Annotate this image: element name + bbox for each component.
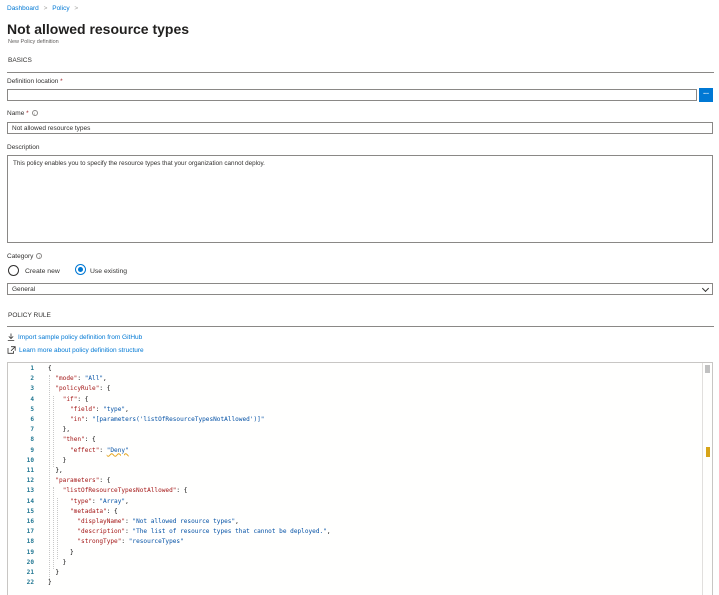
line-number: 21 (26, 569, 34, 576)
code-line[interactable]: }, (48, 426, 71, 434)
warning-marker (706, 447, 710, 457)
indent-guide (49, 375, 50, 580)
page-title: Not allowed resource types (7, 21, 190, 37)
code-line[interactable]: }, (48, 467, 63, 474)
indent-guide (53, 487, 54, 569)
line-number: 13 (26, 487, 34, 495)
code-line[interactable]: "policyRule": { (55, 385, 111, 393)
line-number: 1 (30, 365, 34, 372)
editor-scrollbar[interactable] (702, 363, 712, 595)
line-number: 3 (30, 385, 34, 393)
line-number: 12 (26, 477, 34, 485)
breadcrumb-separator: > (74, 5, 79, 12)
definition-location-input[interactable] (7, 89, 697, 101)
code-line[interactable]: } (48, 569, 60, 576)
line-number: 5 (30, 405, 34, 413)
browse-location-button[interactable]: ... (699, 88, 713, 102)
description-input[interactable]: This policy enables you to specify the r… (7, 155, 713, 243)
line-number: 8 (30, 436, 34, 444)
section-title-basics: BASICS (8, 57, 32, 64)
code-line[interactable]: "field": "type", (70, 405, 129, 413)
import-sample-link[interactable]: Import sample policy definition from Git… (7, 333, 142, 341)
section-divider (7, 326, 714, 327)
required-mark: * (26, 110, 29, 117)
line-number: 19 (26, 548, 34, 556)
line-number: 14 (26, 497, 34, 505)
code-line[interactable]: } (48, 548, 74, 556)
section-divider (7, 72, 714, 73)
code-line[interactable]: "then": { (62, 436, 96, 444)
info-icon[interactable]: i (36, 253, 43, 259)
info-icon[interactable]: i (31, 110, 38, 116)
line-number: 9 (30, 446, 34, 454)
code-line[interactable]: "if": { (62, 395, 89, 403)
required-mark: * (60, 78, 63, 85)
line-number: 11 (26, 467, 34, 474)
code-line[interactable]: "description": "The list of resource typ… (77, 528, 331, 536)
indent-guide (57, 497, 58, 559)
import-sample-link-label[interactable]: Import sample policy definition from Git… (18, 333, 143, 341)
category-selected-value: General (12, 286, 36, 293)
line-number: 2 (30, 375, 34, 383)
chevron-down-icon (701, 284, 710, 293)
learn-more-link[interactable]: Learn more about policy definition struc… (7, 346, 144, 354)
create-new-label[interactable]: Create new (25, 268, 60, 275)
code-line[interactable]: "strongType": "resourceTypes" (77, 538, 184, 546)
code-line[interactable]: "displayName": "Not allowed resource typ… (77, 518, 239, 525)
create-new-radio[interactable] (8, 265, 19, 276)
learn-more-link-label[interactable]: Learn more about policy definition struc… (19, 346, 144, 354)
code-line[interactable]: { (48, 365, 52, 372)
name-label: Name *i (7, 110, 38, 117)
breadcrumb: Dashboard > Policy > (7, 5, 81, 12)
description-label: Description (7, 144, 40, 151)
use-existing-radio[interactable] (75, 264, 86, 275)
use-existing-label[interactable]: Use existing (90, 268, 128, 275)
breadcrumb-policy[interactable]: Policy (52, 5, 70, 12)
line-number: 7 (30, 426, 34, 434)
code-line[interactable]: } (48, 456, 67, 464)
code-line[interactable]: "listOfResourceTypesNotAllowed": { (62, 487, 188, 495)
breadcrumb-separator: > (43, 5, 48, 12)
code-line[interactable]: "effect": "Deny" (70, 446, 129, 454)
line-number: 4 (30, 395, 34, 403)
line-number: 17 (26, 528, 34, 536)
indent-guide (53, 395, 54, 467)
code-line[interactable]: "type": "Array", (70, 497, 129, 505)
line-number: 22 (26, 579, 34, 587)
code-line[interactable]: "metadata": { (70, 507, 118, 515)
line-number: 20 (26, 558, 34, 566)
line-number: 15 (26, 507, 34, 515)
code-line[interactable]: "mode": "All", (55, 375, 107, 383)
line-number: 18 (26, 538, 34, 546)
code-line[interactable]: } (48, 558, 67, 566)
line-number: 10 (26, 456, 34, 464)
scrollbar-thumb[interactable] (705, 365, 710, 373)
code-line[interactable]: "parameters": { (55, 477, 111, 485)
download-icon (7, 333, 15, 341)
breadcrumb-dashboard[interactable]: Dashboard (7, 5, 39, 12)
line-number: 16 (26, 518, 34, 525)
definition-location-label: Definition location * (7, 78, 63, 85)
external-link-icon (7, 346, 16, 354)
code-line[interactable]: } (48, 579, 52, 587)
category-select[interactable]: General (7, 283, 713, 295)
code-line[interactable]: "in": "[parameters('listOfResourceTypesN… (70, 416, 265, 423)
line-number: 6 (30, 416, 34, 423)
page-subtitle: New Policy definition (8, 39, 59, 45)
name-input[interactable]: Not allowed resource types (7, 122, 713, 134)
section-title-policy-rule: POLICY RULE (8, 312, 51, 319)
